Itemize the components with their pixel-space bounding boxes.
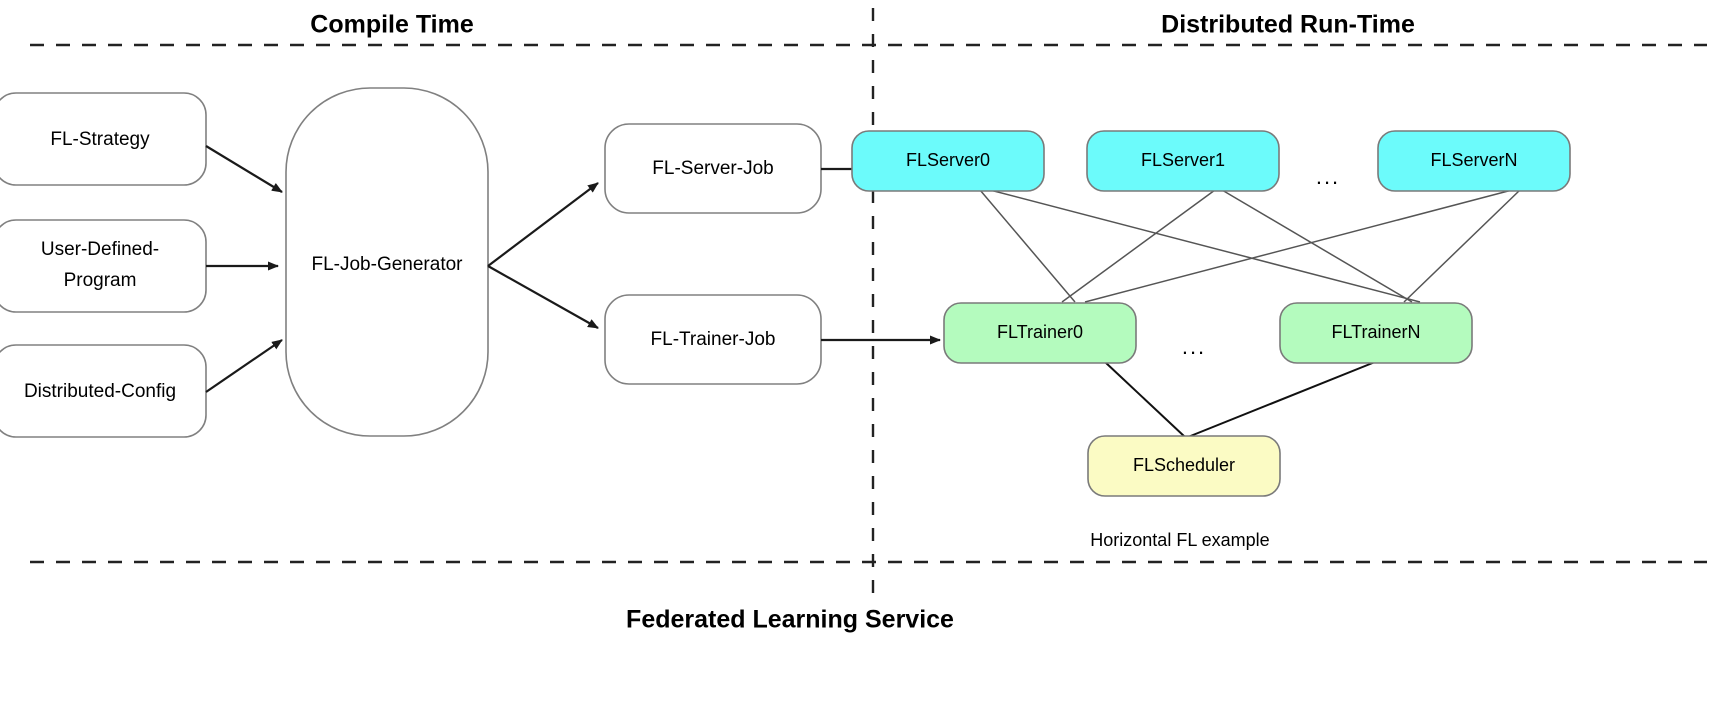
link-flservern-to-fltrainern	[1403, 189, 1521, 303]
node-fl-server-job[interactable]: FL-Server-Job	[604, 123, 822, 214]
node-fltrainer0-shape	[943, 302, 1137, 364]
node-fl-strategy-label: FL-Strategy	[50, 129, 150, 150]
arrow-generator-to-fl-server-job	[487, 182, 599, 267]
node-flserver1-shape	[1086, 130, 1280, 192]
phase-title-distributed-run-time: Distributed Run-Time	[1161, 11, 1415, 39]
node-fltrainern-label: FLTrainerN	[1331, 322, 1420, 342]
node-fl-server-job-label: FL-Server-Job	[652, 158, 773, 179]
node-flservern-shape	[1377, 130, 1571, 192]
link-flserver1-to-fltrainern	[1221, 189, 1413, 303]
node-fl-job-generator[interactable]: FL-Job-Generator	[285, 87, 489, 437]
arrow-fl-strategy-to-generator	[205, 145, 283, 193]
phase-title-compile-time: Compile Time	[310, 11, 474, 39]
node-flserver0-label: FLServer0	[906, 150, 990, 170]
node-fltrainer0-label: FLTrainer0	[997, 322, 1083, 342]
node-user-defined-program-label-line1: User-Defined-	[41, 239, 159, 260]
node-user-defined-program-shape	[0, 219, 207, 313]
arrow-generator-to-fl-trainer-job	[487, 265, 599, 329]
node-user-defined-program[interactable]: User-Defined- Program	[0, 219, 207, 313]
node-fl-job-generator-label: FL-Job-Generator	[311, 254, 463, 275]
node-fl-strategy-shape	[0, 92, 207, 186]
node-flservern[interactable]: FLServerN	[1377, 130, 1571, 192]
figure-footer-title: Federated Learning Service	[626, 606, 954, 634]
node-fltrainer0[interactable]: FLTrainer0	[943, 302, 1137, 364]
node-distributed-config[interactable]: Distributed-Config	[0, 344, 207, 438]
node-fl-trainer-job[interactable]: FL-Trainer-Job	[604, 294, 822, 385]
link-flserver1-to-fltrainer0	[1061, 189, 1216, 303]
node-distributed-config-label: Distributed-Config	[24, 381, 176, 402]
link-flserver0-to-fltrainer0	[979, 189, 1076, 303]
ellipsis-trainers: ...	[1182, 334, 1206, 359]
ellipsis-servers: ...	[1316, 164, 1340, 189]
runtime-caption: Horizontal FL example	[1090, 530, 1269, 550]
link-flservern-to-fltrainer0	[1084, 189, 1513, 303]
node-flscheduler-shape	[1087, 435, 1281, 497]
node-flscheduler-label: FLScheduler	[1133, 455, 1235, 475]
link-flserver0-to-fltrainern	[989, 189, 1421, 303]
node-fltrainern-shape	[1279, 302, 1473, 364]
node-user-defined-program-label-line2: Program	[64, 270, 137, 291]
node-fl-strategy[interactable]: FL-Strategy	[0, 92, 207, 186]
node-flserver1[interactable]: FLServer1	[1086, 130, 1280, 192]
node-flserver0-shape	[851, 130, 1045, 192]
node-flserver0[interactable]: FLServer0	[851, 130, 1045, 192]
link-fltrainern-to-flscheduler	[1187, 361, 1376, 438]
node-fl-trainer-job-label: FL-Trainer-Job	[651, 329, 776, 350]
node-flservern-label: FLServerN	[1430, 150, 1517, 170]
node-fltrainern[interactable]: FLTrainerN	[1279, 302, 1473, 364]
arrow-distributed-config-to-generator	[205, 339, 283, 393]
node-fl-job-generator-shape	[285, 87, 489, 437]
node-flserver1-label: FLServer1	[1141, 150, 1225, 170]
link-fltrainer0-to-flscheduler	[1104, 361, 1186, 438]
node-flscheduler[interactable]: FLScheduler	[1087, 435, 1281, 497]
